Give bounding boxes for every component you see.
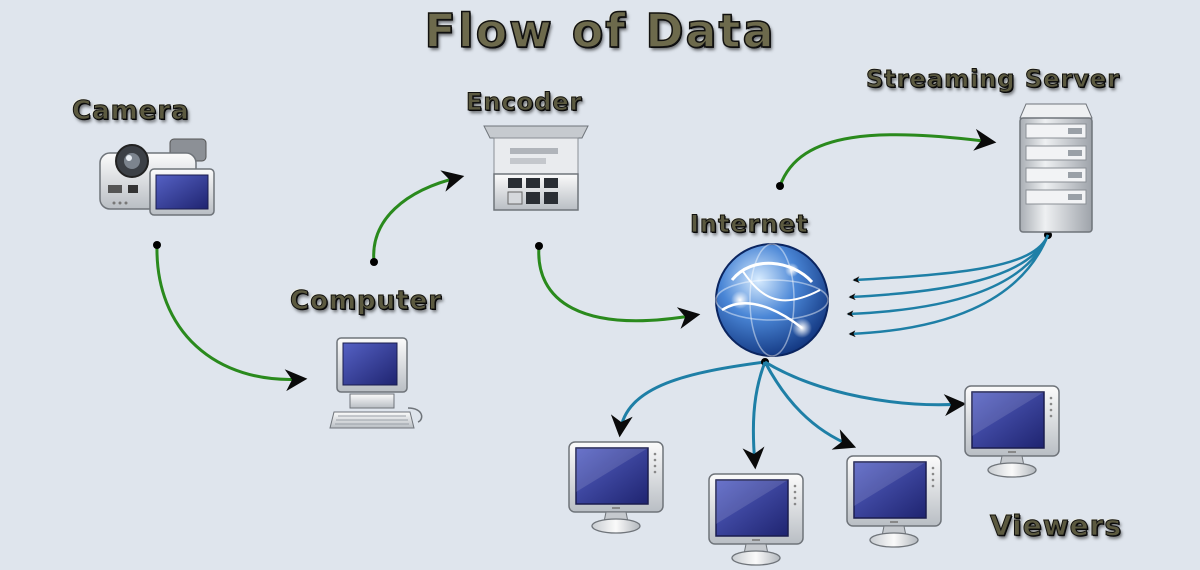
server-to-internet-arrow <box>848 234 1050 338</box>
connector-origin-dot <box>370 258 378 266</box>
diagram-title: Flow of Data <box>424 4 776 58</box>
encoder-box-icon <box>483 125 589 211</box>
server-to-internet-arrow <box>846 234 1050 318</box>
camcorder-icon <box>99 138 215 216</box>
internet-to-viewer-arrow <box>763 361 857 450</box>
encoder-label: Encoder <box>466 88 583 116</box>
monitor-icon <box>964 385 1060 478</box>
server-to-internet-arrow <box>848 234 1050 301</box>
computer-to-encoder-arrow <box>372 170 465 263</box>
camera-label: Camera <box>72 96 190 126</box>
server-tower-icon <box>1019 103 1093 233</box>
globe-network-icon <box>715 243 829 357</box>
streaming-server-label: Streaming Server <box>865 65 1121 93</box>
internet-to-server-arrow <box>778 128 997 187</box>
internet-label: Internet <box>689 210 809 238</box>
encoder-to-internet-arrow <box>537 245 701 329</box>
monitor-icon <box>846 455 942 548</box>
viewers-label: Viewers <box>989 509 1123 542</box>
monitor-icon <box>568 441 664 534</box>
camera-to-computer-arrow <box>155 244 308 392</box>
internet-to-viewer-arrow <box>742 361 767 470</box>
connector-origin-dot <box>153 241 161 249</box>
server-to-internet-arrow <box>852 234 1050 284</box>
internet-to-viewer-arrow <box>764 360 967 417</box>
desktop-computer-icon <box>329 337 423 429</box>
connector-origin-dot <box>535 242 543 250</box>
computer-label: Computer <box>289 286 443 316</box>
connector-origin-dot <box>776 182 784 190</box>
monitor-icon <box>708 473 804 566</box>
internet-to-viewer-arrow <box>610 360 766 438</box>
connectors <box>153 128 1052 470</box>
